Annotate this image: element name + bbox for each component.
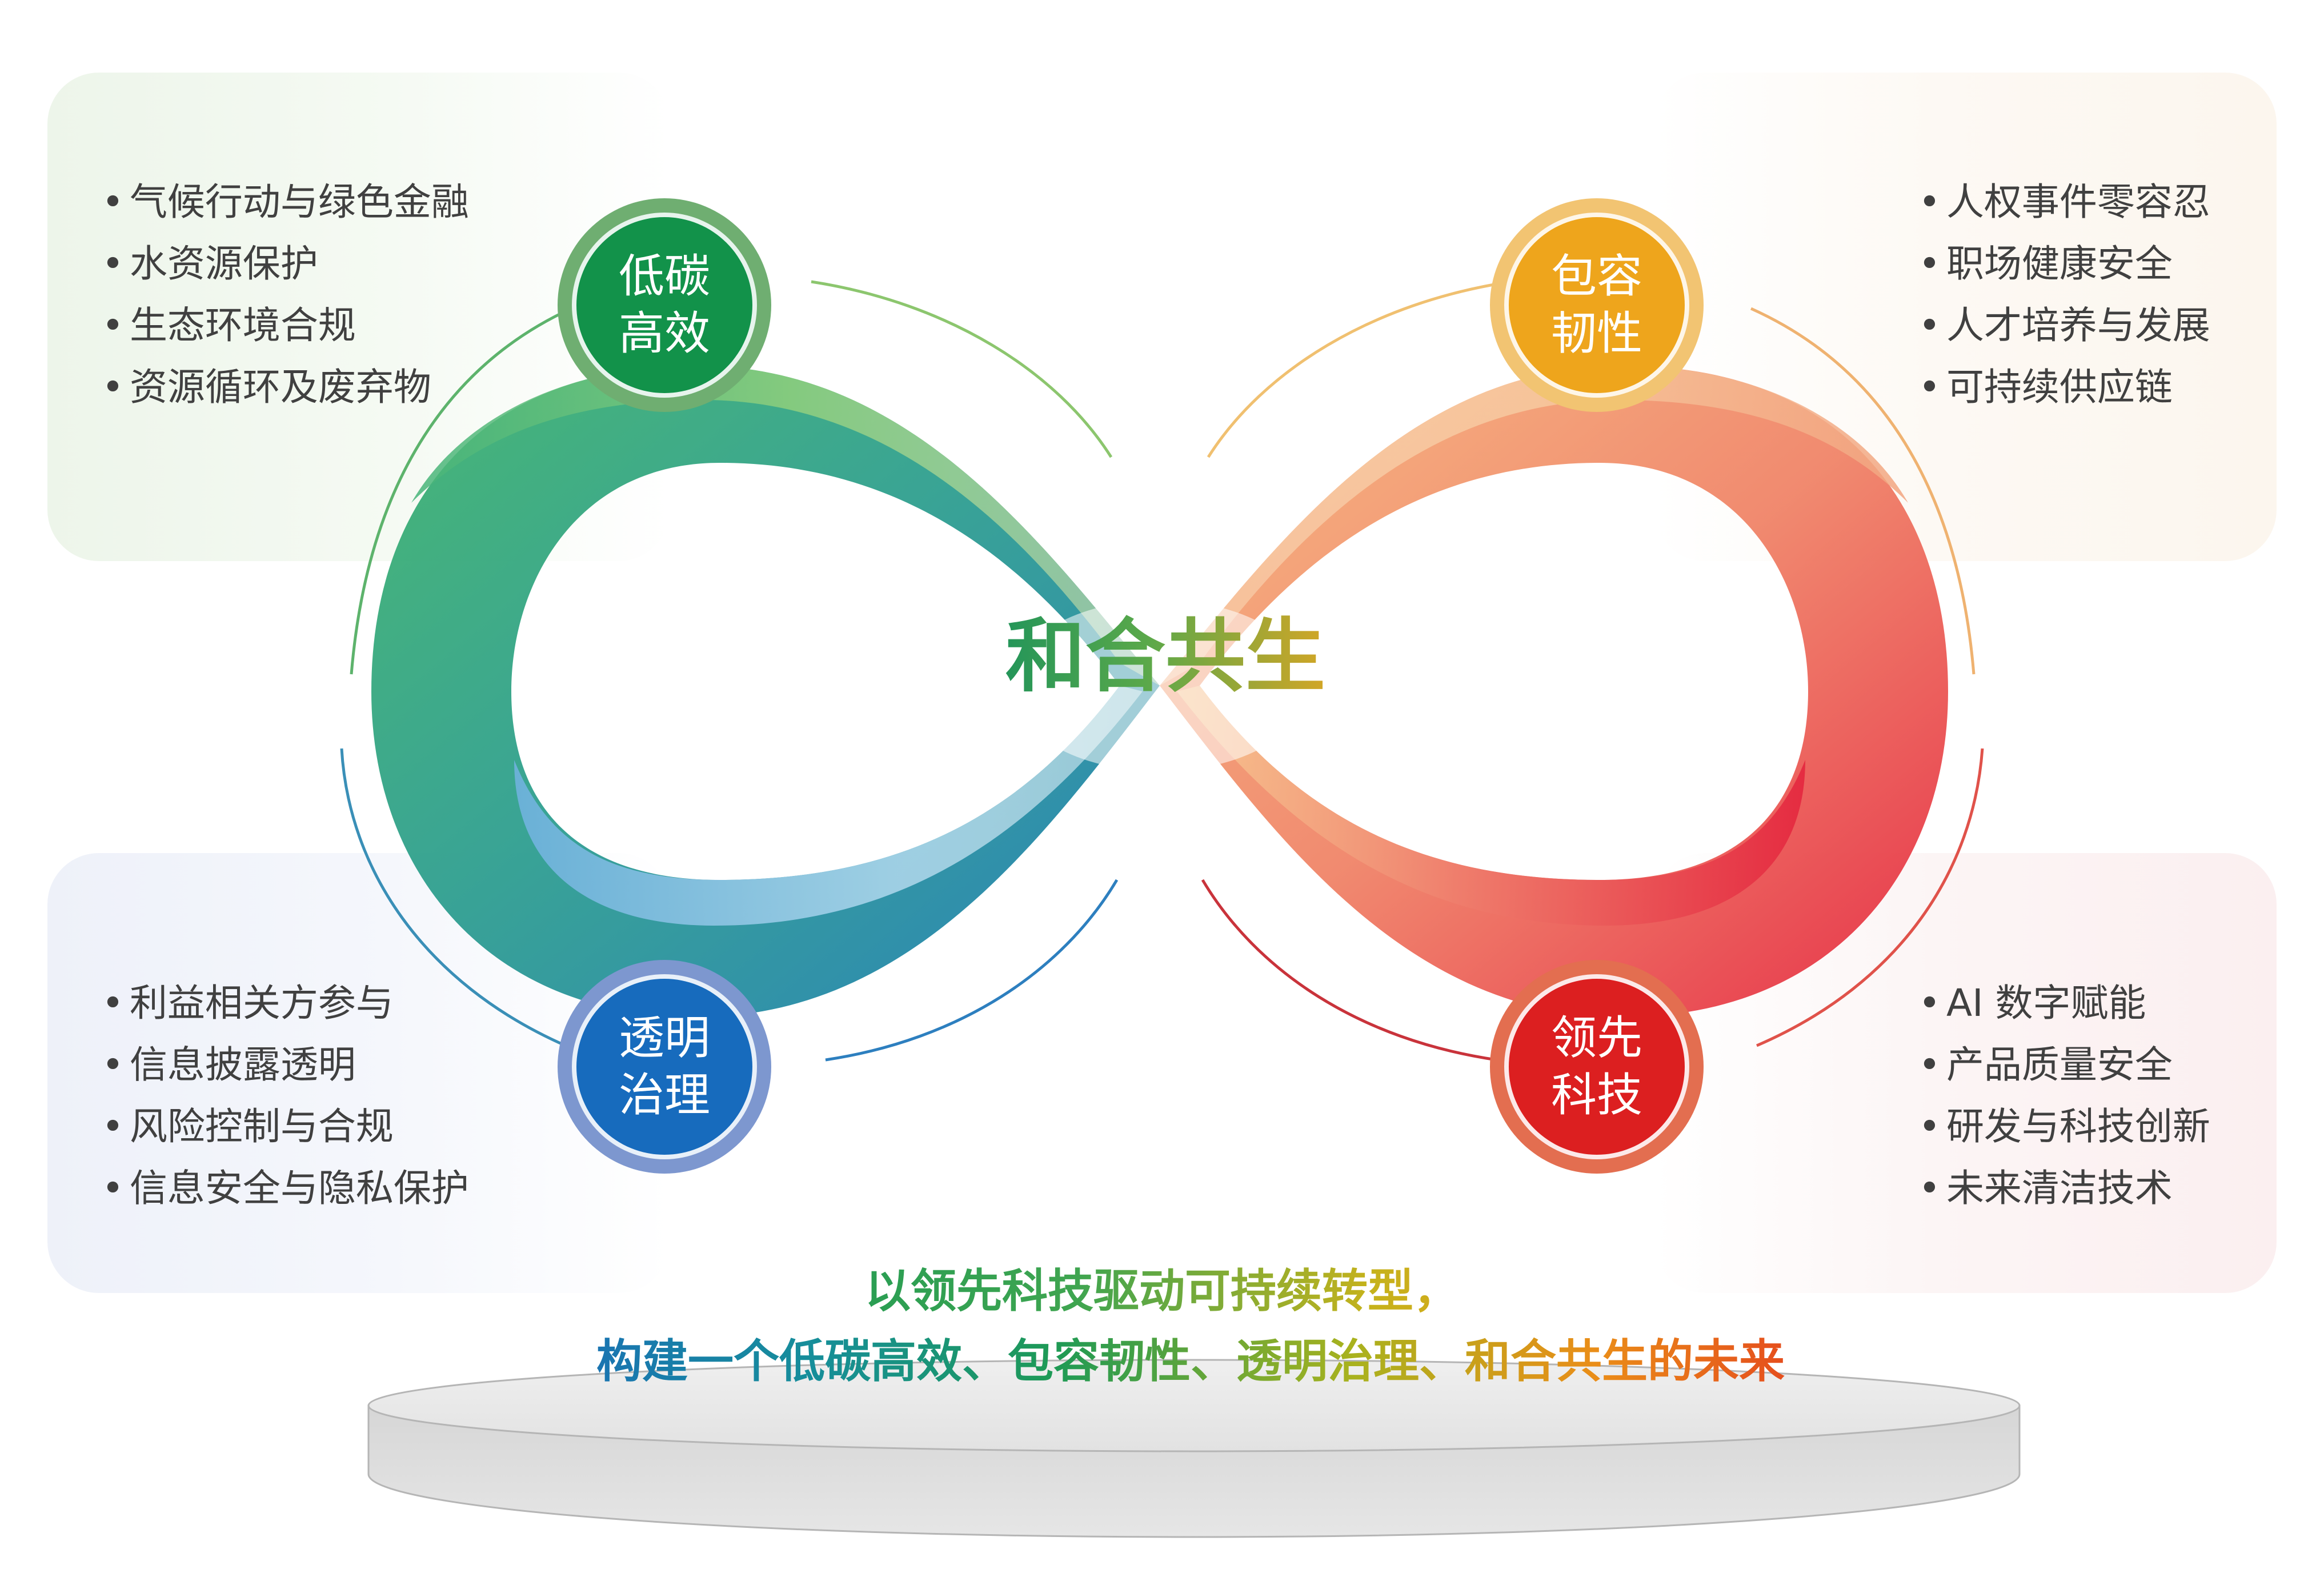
list-item: 研发与科技创新 — [1918, 1096, 2210, 1158]
badge-inclusive-inner: 包容 韧性 — [1504, 213, 1689, 398]
badge-technology-line2: 科技 — [1551, 1068, 1642, 1122]
badge-governance: 透明 治理 — [558, 960, 771, 1174]
badge-governance-line1: 透明 — [619, 1011, 710, 1064]
list-item: 生态环境合规 — [102, 295, 469, 357]
badge-governance-inner: 透明 治理 — [572, 974, 757, 1159]
list-item: 水资源保护 — [102, 233, 469, 295]
badge-low-carbon-line2: 高效 — [619, 307, 710, 360]
badge-low-carbon: 低碳 高效 — [558, 198, 771, 412]
list-item: 可持续供应链 — [1918, 357, 2210, 418]
badge-technology-inner: 领先 科技 — [1504, 974, 1689, 1159]
badge-low-carbon-line1: 低碳 — [619, 250, 710, 303]
badge-technology: 领先 科技 — [1490, 960, 1704, 1174]
list-low-carbon: 气候行动与绿色金融 水资源保护 生态环境合规 资源循环及废弃物 — [102, 171, 469, 418]
badge-inclusive-line1: 包容 — [1551, 250, 1642, 303]
list-item: AI 数字赋能 — [1918, 972, 2210, 1034]
list-item: 信息安全与隐私保护 — [102, 1158, 469, 1219]
list-item: 人权事件零容忍 — [1918, 171, 2210, 233]
slogan-line2: 构建一个低碳高效、包容韧性、透明治理、和合共生的未来 — [514, 1328, 1867, 1394]
pedestal — [367, 1359, 2021, 1538]
list-governance: 利益相关方参与 信息披露透明 风险控制与合规 信息安全与隐私保护 — [102, 972, 469, 1219]
list-item: 资源循环及废弃物 — [102, 357, 469, 418]
list-item: 气候行动与绿色金融 — [102, 171, 469, 233]
slogan-line1: 以领先科技驱动可持续转型， — [743, 1260, 1581, 1323]
badge-inclusive: 包容 韧性 — [1490, 198, 1704, 412]
center-title: 和合共生 — [971, 609, 1360, 706]
list-item: 信息披露透明 — [102, 1034, 469, 1096]
badge-inclusive-line2: 韧性 — [1551, 307, 1642, 360]
badge-technology-line1: 领先 — [1551, 1011, 1642, 1064]
badge-low-carbon-inner: 低碳 高效 — [572, 213, 757, 398]
list-item: 产品质量安全 — [1918, 1034, 2210, 1096]
list-item: 未来清洁技术 — [1918, 1158, 2210, 1219]
list-inclusive: 人权事件零容忍 职场健康安全 人才培养与发展 可持续供应链 — [1918, 171, 2210, 418]
list-item: 利益相关方参与 — [102, 972, 469, 1034]
list-technology: AI 数字赋能 产品质量安全 研发与科技创新 未来清洁技术 — [1918, 972, 2210, 1219]
badge-governance-line2: 治理 — [619, 1068, 710, 1122]
list-item: 人才培养与发展 — [1918, 295, 2210, 357]
list-item: 职场健康安全 — [1918, 233, 2210, 295]
list-item: 风险控制与合规 — [102, 1096, 469, 1158]
